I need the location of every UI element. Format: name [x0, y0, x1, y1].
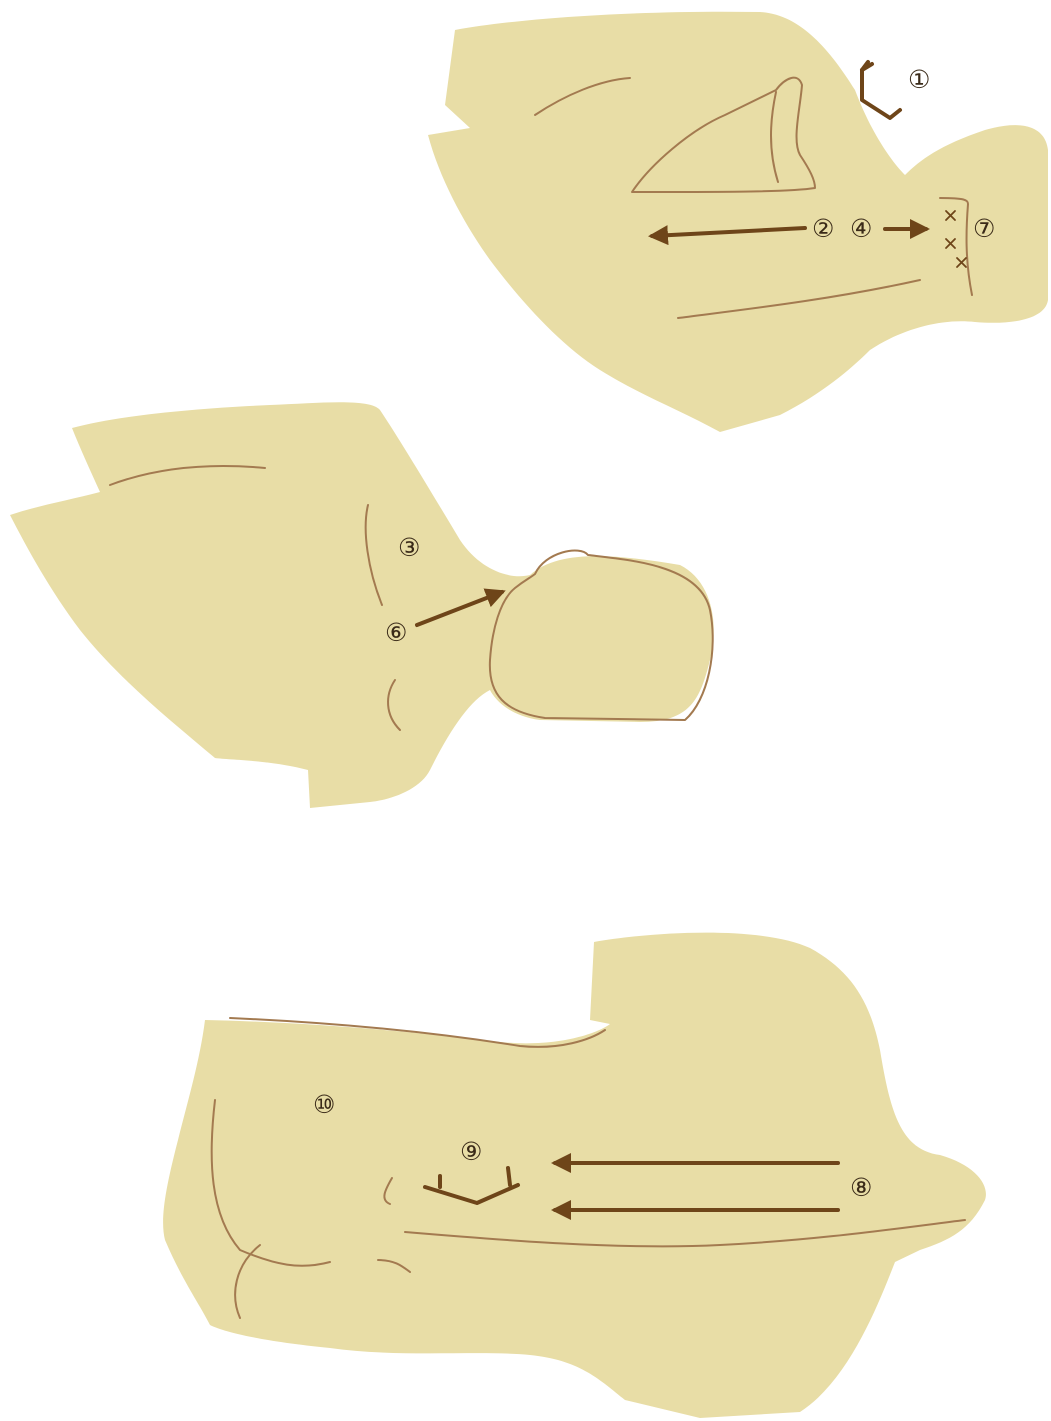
figure-top: ① ② ④ ⑦ [428, 12, 1048, 432]
label-10: ⑩ [313, 1090, 335, 1119]
figure-top-bracket-marker [862, 62, 900, 118]
figure-middle: ③ ⑥ [10, 402, 714, 808]
label-9: ⑨ [460, 1137, 482, 1166]
label-7: ⑦ [973, 214, 995, 243]
figure-top-body [428, 12, 1048, 432]
label-2: ② [812, 214, 834, 243]
figure-middle-body [10, 402, 714, 808]
label-6: ⑥ [385, 618, 407, 647]
figure-bottom-bracket-tick-right [508, 1168, 510, 1185]
label-1: ① [908, 65, 930, 94]
label-8: ⑧ [850, 1173, 872, 1202]
label-4: ④ [850, 214, 872, 243]
figure-bottom: ⑧ ⑨ ⑩ [163, 933, 986, 1418]
label-3: ③ [398, 533, 420, 562]
